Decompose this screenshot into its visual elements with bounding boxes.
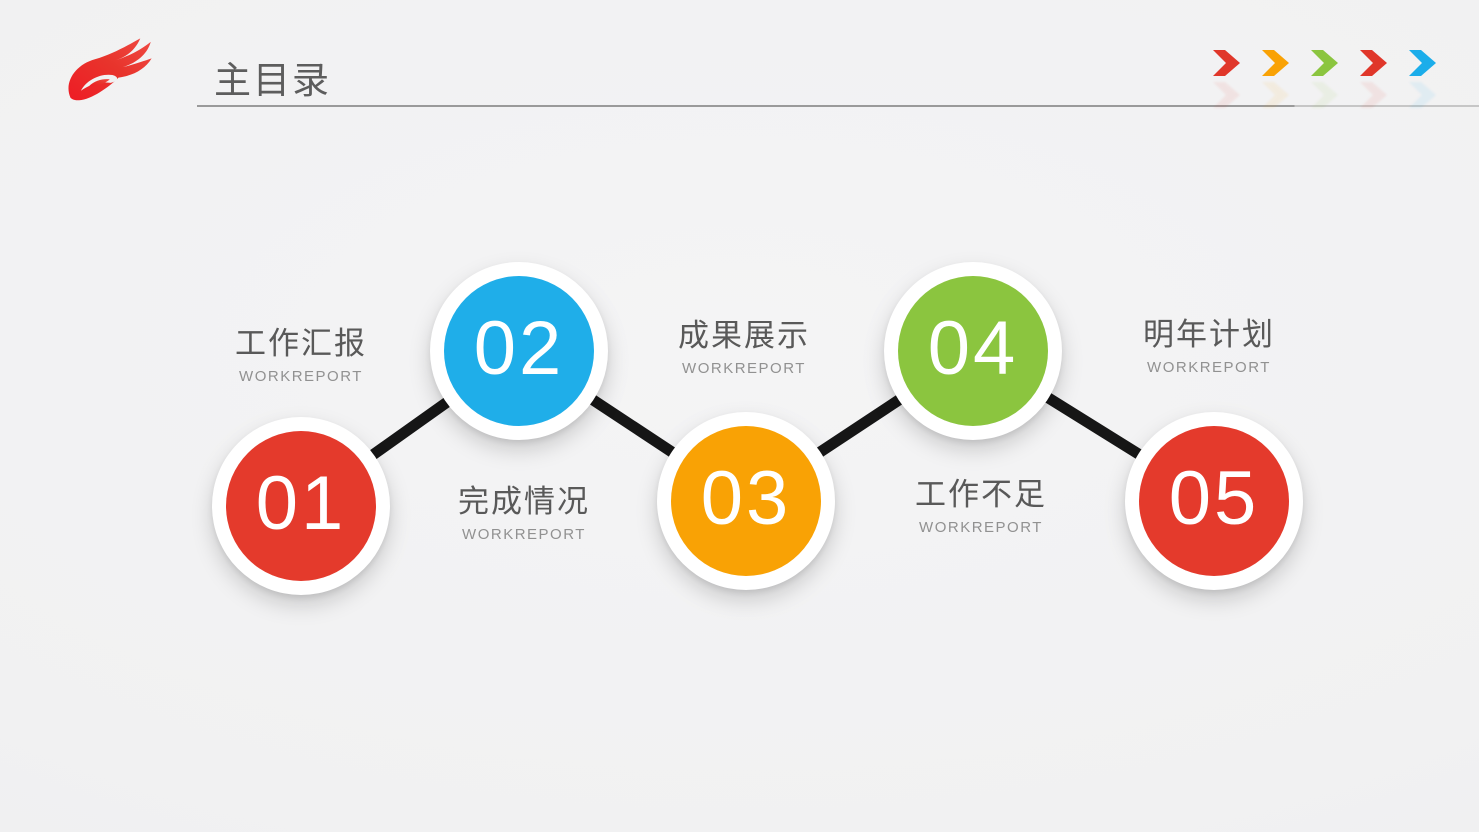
phoenix-logo-icon xyxy=(68,38,152,101)
toc-node-01-number: 01 xyxy=(255,461,347,546)
toc-label-03-title: 成果展示 xyxy=(678,318,810,353)
chevron-right-icon xyxy=(1409,50,1436,76)
toc-label-04-title: 工作不足 xyxy=(915,477,1047,512)
toc-node-04-number: 04 xyxy=(927,306,1019,391)
toc-label-05: 明年计划 WORKREPORT xyxy=(1069,317,1349,376)
toc-node-02-circle: 02 xyxy=(444,276,594,426)
chevron-right-icon xyxy=(1262,50,1289,76)
toc-node-01: 01 xyxy=(212,417,390,595)
toc-label-02: 完成情况 WORKREPORT xyxy=(384,484,664,543)
toc-label-04-subtitle: WORKREPORT xyxy=(919,518,1043,536)
toc-node-05-circle: 05 xyxy=(1139,426,1289,576)
toc-node-03-circle: 03 xyxy=(671,426,821,576)
toc-node-03: 03 xyxy=(657,412,835,590)
toc-label-01-subtitle: WORKREPORT xyxy=(239,367,363,385)
toc-node-04-circle: 04 xyxy=(898,276,1048,426)
toc-node-05-number: 05 xyxy=(1168,456,1260,541)
page-title: 主目录 xyxy=(214,60,331,101)
toc-node-02-number: 02 xyxy=(473,306,565,391)
toc-label-02-subtitle: WORKREPORT xyxy=(462,525,586,543)
toc-label-03-subtitle: WORKREPORT xyxy=(682,359,806,377)
toc-node-01-circle: 01 xyxy=(226,431,376,581)
decorative-chevron-arrows xyxy=(1212,48,1438,78)
chevron-right-icon xyxy=(1213,50,1240,76)
chevron-arrows-reflection xyxy=(1212,80,1438,110)
toc-label-02-title: 完成情况 xyxy=(458,484,590,519)
toc-label-05-subtitle: WORKREPORT xyxy=(1147,358,1271,376)
toc-node-04: 04 xyxy=(884,262,1062,440)
toc-node-03-number: 03 xyxy=(700,456,792,541)
chevron-right-icon xyxy=(1360,50,1387,76)
title-divider-line xyxy=(197,105,1479,107)
toc-label-01-title: 工作汇报 xyxy=(235,326,367,361)
chevron-right-icon xyxy=(1311,50,1338,76)
toc-label-04: 工作不足 WORKREPORT xyxy=(841,477,1121,536)
toc-label-01: 工作汇报 WORKREPORT xyxy=(161,326,441,385)
toc-label-03: 成果展示 WORKREPORT xyxy=(604,318,884,377)
toc-node-02: 02 xyxy=(430,262,608,440)
toc-label-05-title: 明年计划 xyxy=(1143,317,1275,352)
toc-node-05: 05 xyxy=(1125,412,1303,590)
